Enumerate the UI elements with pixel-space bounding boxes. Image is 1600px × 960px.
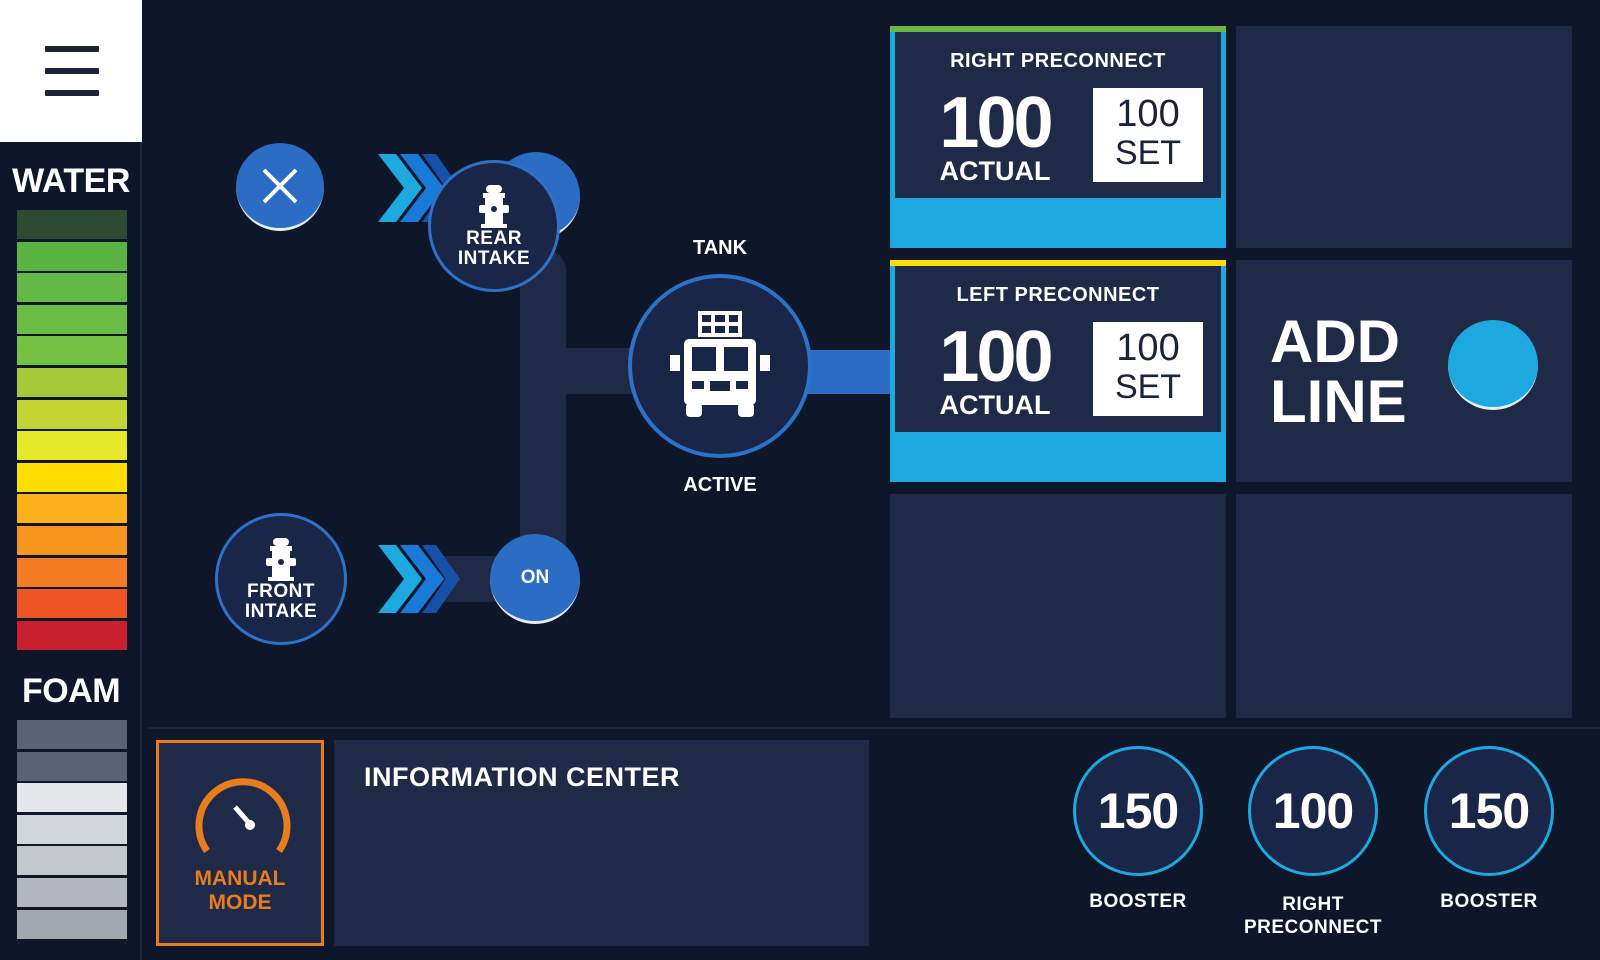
foam-gauge-segment (17, 878, 127, 907)
right-preconnect-set-box[interactable]: 100 SET (1093, 88, 1203, 182)
pipe-tank-to-preconnect (800, 350, 892, 394)
water-gauge-segment (17, 526, 127, 555)
water-gauge-segment (17, 304, 127, 334)
booster-dial-1[interactable]: 150 (1073, 746, 1203, 876)
hydrant-icon (479, 185, 509, 228)
water-gauge-segment (17, 494, 127, 524)
information-center-title: INFORMATION CENTER (364, 762, 680, 792)
front-intake-label-2: INTAKE (244, 601, 318, 622)
water-gauge-label: WATER (12, 162, 130, 200)
foam-gauge-segment (17, 751, 127, 781)
speedometer-icon (195, 778, 291, 854)
foam-gauge (0, 0, 142, 960)
left-preconnect-tile[interactable]: LEFT PRECONNECT 100 ACTUAL 100 SET (890, 260, 1226, 482)
water-gauge-segment (17, 462, 127, 492)
water-gauge-segment (17, 589, 127, 619)
rear-intake-label-2: INTAKE (457, 248, 531, 269)
menu-button[interactable] (0, 0, 142, 142)
manual-mode-label: MANUAL MODE (194, 867, 286, 914)
right-preconnect-title: RIGHT PRECONNECT (950, 50, 1166, 72)
water-gauge (0, 0, 142, 960)
left-preconnect-set-value: 100 (1116, 327, 1180, 369)
booster-dial-1-label: BOOSTER (1089, 891, 1187, 912)
add-line-label: ADD LINE (1270, 308, 1407, 435)
empty-tile-2[interactable] (890, 494, 1226, 718)
booster-dial-2-label: BOOSTER (1440, 891, 1538, 912)
left-preconnect-set-label: SET (1114, 368, 1182, 406)
right-preconnect-set-label: SET (1114, 134, 1182, 172)
foam-gauge-segment (17, 783, 127, 813)
information-center-panel: INFORMATION CENTER (334, 740, 869, 946)
water-gauge-segment (17, 557, 127, 587)
water-gauge-segment (17, 431, 127, 461)
left-preconnect-actual-value: 100 (939, 317, 1053, 397)
right-preconnect-set-value: 100 (1116, 93, 1180, 135)
left-preconnect-set-box[interactable]: 100 SET (1093, 322, 1203, 416)
rear-intake-label-1: REAR (466, 228, 522, 249)
fire-truck-icon (670, 311, 770, 417)
manual-mode-button[interactable]: MANUAL MODE (156, 740, 324, 946)
water-gauge-segment (17, 399, 127, 429)
front-intake-label-1: FRONT (247, 581, 315, 602)
add-line-tile[interactable]: ADD LINE (1236, 260, 1572, 482)
foam-gauge-label: FOAM (21, 672, 121, 710)
hydrant-icon (266, 538, 296, 581)
right-preconnect-dial-label: RIGHT PRECONNECT (1243, 894, 1382, 938)
tank-status-label: ACTIVE (683, 474, 757, 496)
bottom-divider (148, 727, 1600, 729)
foam-gauge-segment (17, 846, 127, 876)
water-gauge-segment (17, 210, 127, 239)
water-gauge-segment (17, 241, 127, 271)
right-preconnect-dial[interactable]: 100 (1248, 746, 1378, 876)
water-gauge-segment (17, 620, 127, 650)
right-preconnect-actual-value: 100 (939, 83, 1053, 163)
front-intake-node[interactable]: FRONT INTAKE (215, 513, 347, 645)
tank-label: TANK (692, 237, 748, 259)
foam-gauge-segment (17, 720, 127, 749)
left-preconnect-actual-label: ACTUAL (939, 390, 1051, 420)
foam-gauge-segment (17, 909, 127, 939)
tank-node[interactable] (628, 274, 812, 458)
foam-gauge-segment (17, 814, 127, 844)
booster-dial-2[interactable]: 150 (1424, 746, 1554, 876)
pipe-tank-branch (540, 348, 640, 394)
front-intake-on-button[interactable]: ON (490, 534, 580, 624)
front-flow-chevrons-icon (378, 545, 460, 613)
water-gauge-segment (17, 273, 127, 303)
water-gauge-segment (17, 336, 127, 366)
close-x-icon (262, 168, 298, 203)
empty-tile-3[interactable] (1236, 494, 1572, 718)
empty-tile-1[interactable] (1236, 26, 1572, 248)
right-preconnect-tile[interactable]: RIGHT PRECONNECT 100 ACTUAL 100 SET (890, 26, 1226, 248)
add-line-button[interactable] (1448, 320, 1538, 410)
left-preconnect-title: LEFT PRECONNECT (956, 284, 1160, 306)
rear-intake-close-button[interactable] (236, 143, 324, 231)
water-gauge-segment (17, 368, 127, 397)
right-preconnect-actual-label: ACTUAL (939, 156, 1051, 186)
rear-intake-node[interactable]: REAR INTAKE (428, 160, 560, 292)
